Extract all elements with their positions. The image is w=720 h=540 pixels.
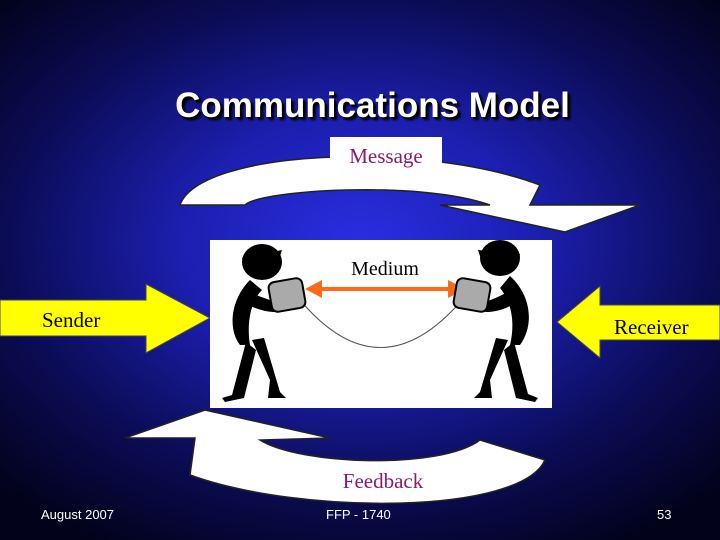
receiver-arrow [556,284,720,360]
message-curved-arrow [178,155,641,233]
sender-figure [222,244,307,402]
message-label: Message [330,137,442,173]
feedback-label: Feedback [326,463,440,499]
medium-label: Medium [351,258,419,280]
medium-arrow [305,280,465,298]
tin-can-string [299,299,463,348]
sender-arrow [0,283,212,354]
slide-title: Communications Model [175,86,570,125]
footer-date: August 2007 [41,507,115,522]
footer-page-number: 53 [657,507,672,522]
receiver-label: Receiver [614,315,689,339]
feedback-curved-arrow [124,409,547,505]
footer-course: FFP - 1740 [326,507,391,522]
sender-label: Sender [42,308,101,332]
receiver-figure [452,240,538,402]
